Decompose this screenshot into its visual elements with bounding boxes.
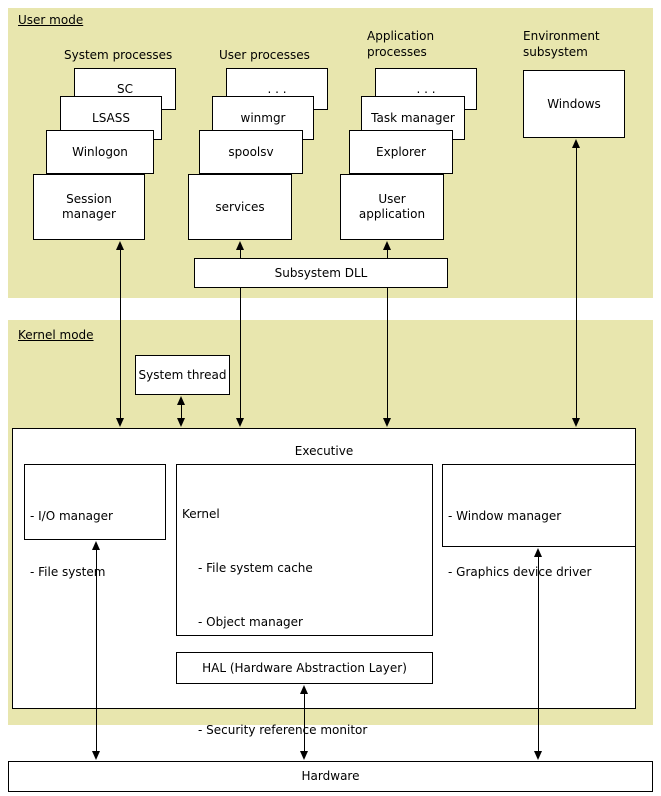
- io-manager-item: - I/O manager: [30, 509, 113, 524]
- arrow-hal-hardware-line: [304, 692, 305, 752]
- arrow-dll-to-executive-line: [240, 288, 241, 420]
- user-mode-label: User mode: [18, 13, 84, 27]
- process-box-user-application: User application: [340, 174, 444, 240]
- arrow-user-application-line: [387, 248, 388, 259]
- arrow-io-hardware-up: [92, 541, 100, 550]
- arrow-graphics-hardware-up: [534, 548, 542, 557]
- arrow-user-application-up: [383, 241, 391, 250]
- arrow-dll-to-executive2-down: [383, 418, 391, 427]
- arrow-windows-line: [576, 146, 577, 420]
- process-box-spoolsv: spoolsv: [199, 130, 303, 174]
- arrow-dll-to-executive2-line: [387, 288, 388, 420]
- executive-title: Executive: [294, 444, 354, 458]
- process-box-winlogon: Winlogon: [46, 130, 154, 174]
- arrow-session-manager-line: [120, 248, 121, 420]
- arrow-system-thread-down: [177, 418, 185, 427]
- subsystem-dll-box: Subsystem DLL: [194, 258, 448, 288]
- kernel-heading: Kernel: [182, 507, 220, 521]
- hal-box: HAL (Hardware Abstraction Layer): [176, 652, 433, 684]
- kernel-item-security-reference-monitor: - Security reference monitor: [198, 723, 368, 737]
- arrow-graphics-hardware-line: [538, 555, 539, 752]
- arrow-system-thread-line: [181, 403, 182, 419]
- file-system-item: - File system: [30, 564, 106, 579]
- caption-user-processes: User processes: [219, 48, 310, 62]
- hardware-box: Hardware: [8, 761, 653, 792]
- arrow-system-thread-up: [177, 396, 185, 405]
- arrow-services-up: [236, 241, 244, 250]
- process-box-explorer: Explorer: [349, 130, 453, 174]
- arrow-services-line: [240, 248, 241, 259]
- caption-application-processes: Application processes: [367, 29, 435, 60]
- kernel-item-object-manager: - Object manager: [198, 615, 303, 629]
- caption-environment-subsystem: Environment subsystem: [523, 29, 600, 60]
- window-manager-item: - Window manager: [448, 509, 562, 524]
- graphics-device-driver-item: - Graphics device driver: [448, 564, 592, 579]
- arrow-windows-down: [572, 418, 580, 427]
- process-box-session-manager: Session manager: [33, 174, 145, 240]
- arrow-dll-to-executive-down: [236, 418, 244, 427]
- arrow-hal-hardware-up: [300, 685, 308, 694]
- io-manager-block: - I/O manager - File system: [24, 464, 166, 579]
- arrow-session-manager-down: [116, 418, 124, 427]
- arrow-hal-hardware-down: [300, 751, 308, 760]
- caption-system-processes: System processes: [64, 48, 173, 62]
- kernel-mode-label: Kernel mode: [18, 328, 94, 342]
- arrow-graphics-hardware-down: [534, 751, 542, 760]
- arrow-session-manager-up: [116, 241, 124, 250]
- process-box-windows: Windows: [523, 70, 625, 138]
- process-box-services: services: [188, 174, 292, 240]
- system-thread-box: System thread: [135, 355, 230, 395]
- window-manager-block: - Window manager - Graphics device drive…: [442, 464, 636, 579]
- arrow-io-hardware-down: [92, 751, 100, 760]
- arrow-windows-up: [572, 139, 580, 148]
- kernel-block: Kernel - File system cache - Object mana…: [176, 464, 433, 791]
- arrow-io-hardware-line: [96, 548, 97, 752]
- kernel-item-file-system-cache: - File system cache: [198, 561, 313, 575]
